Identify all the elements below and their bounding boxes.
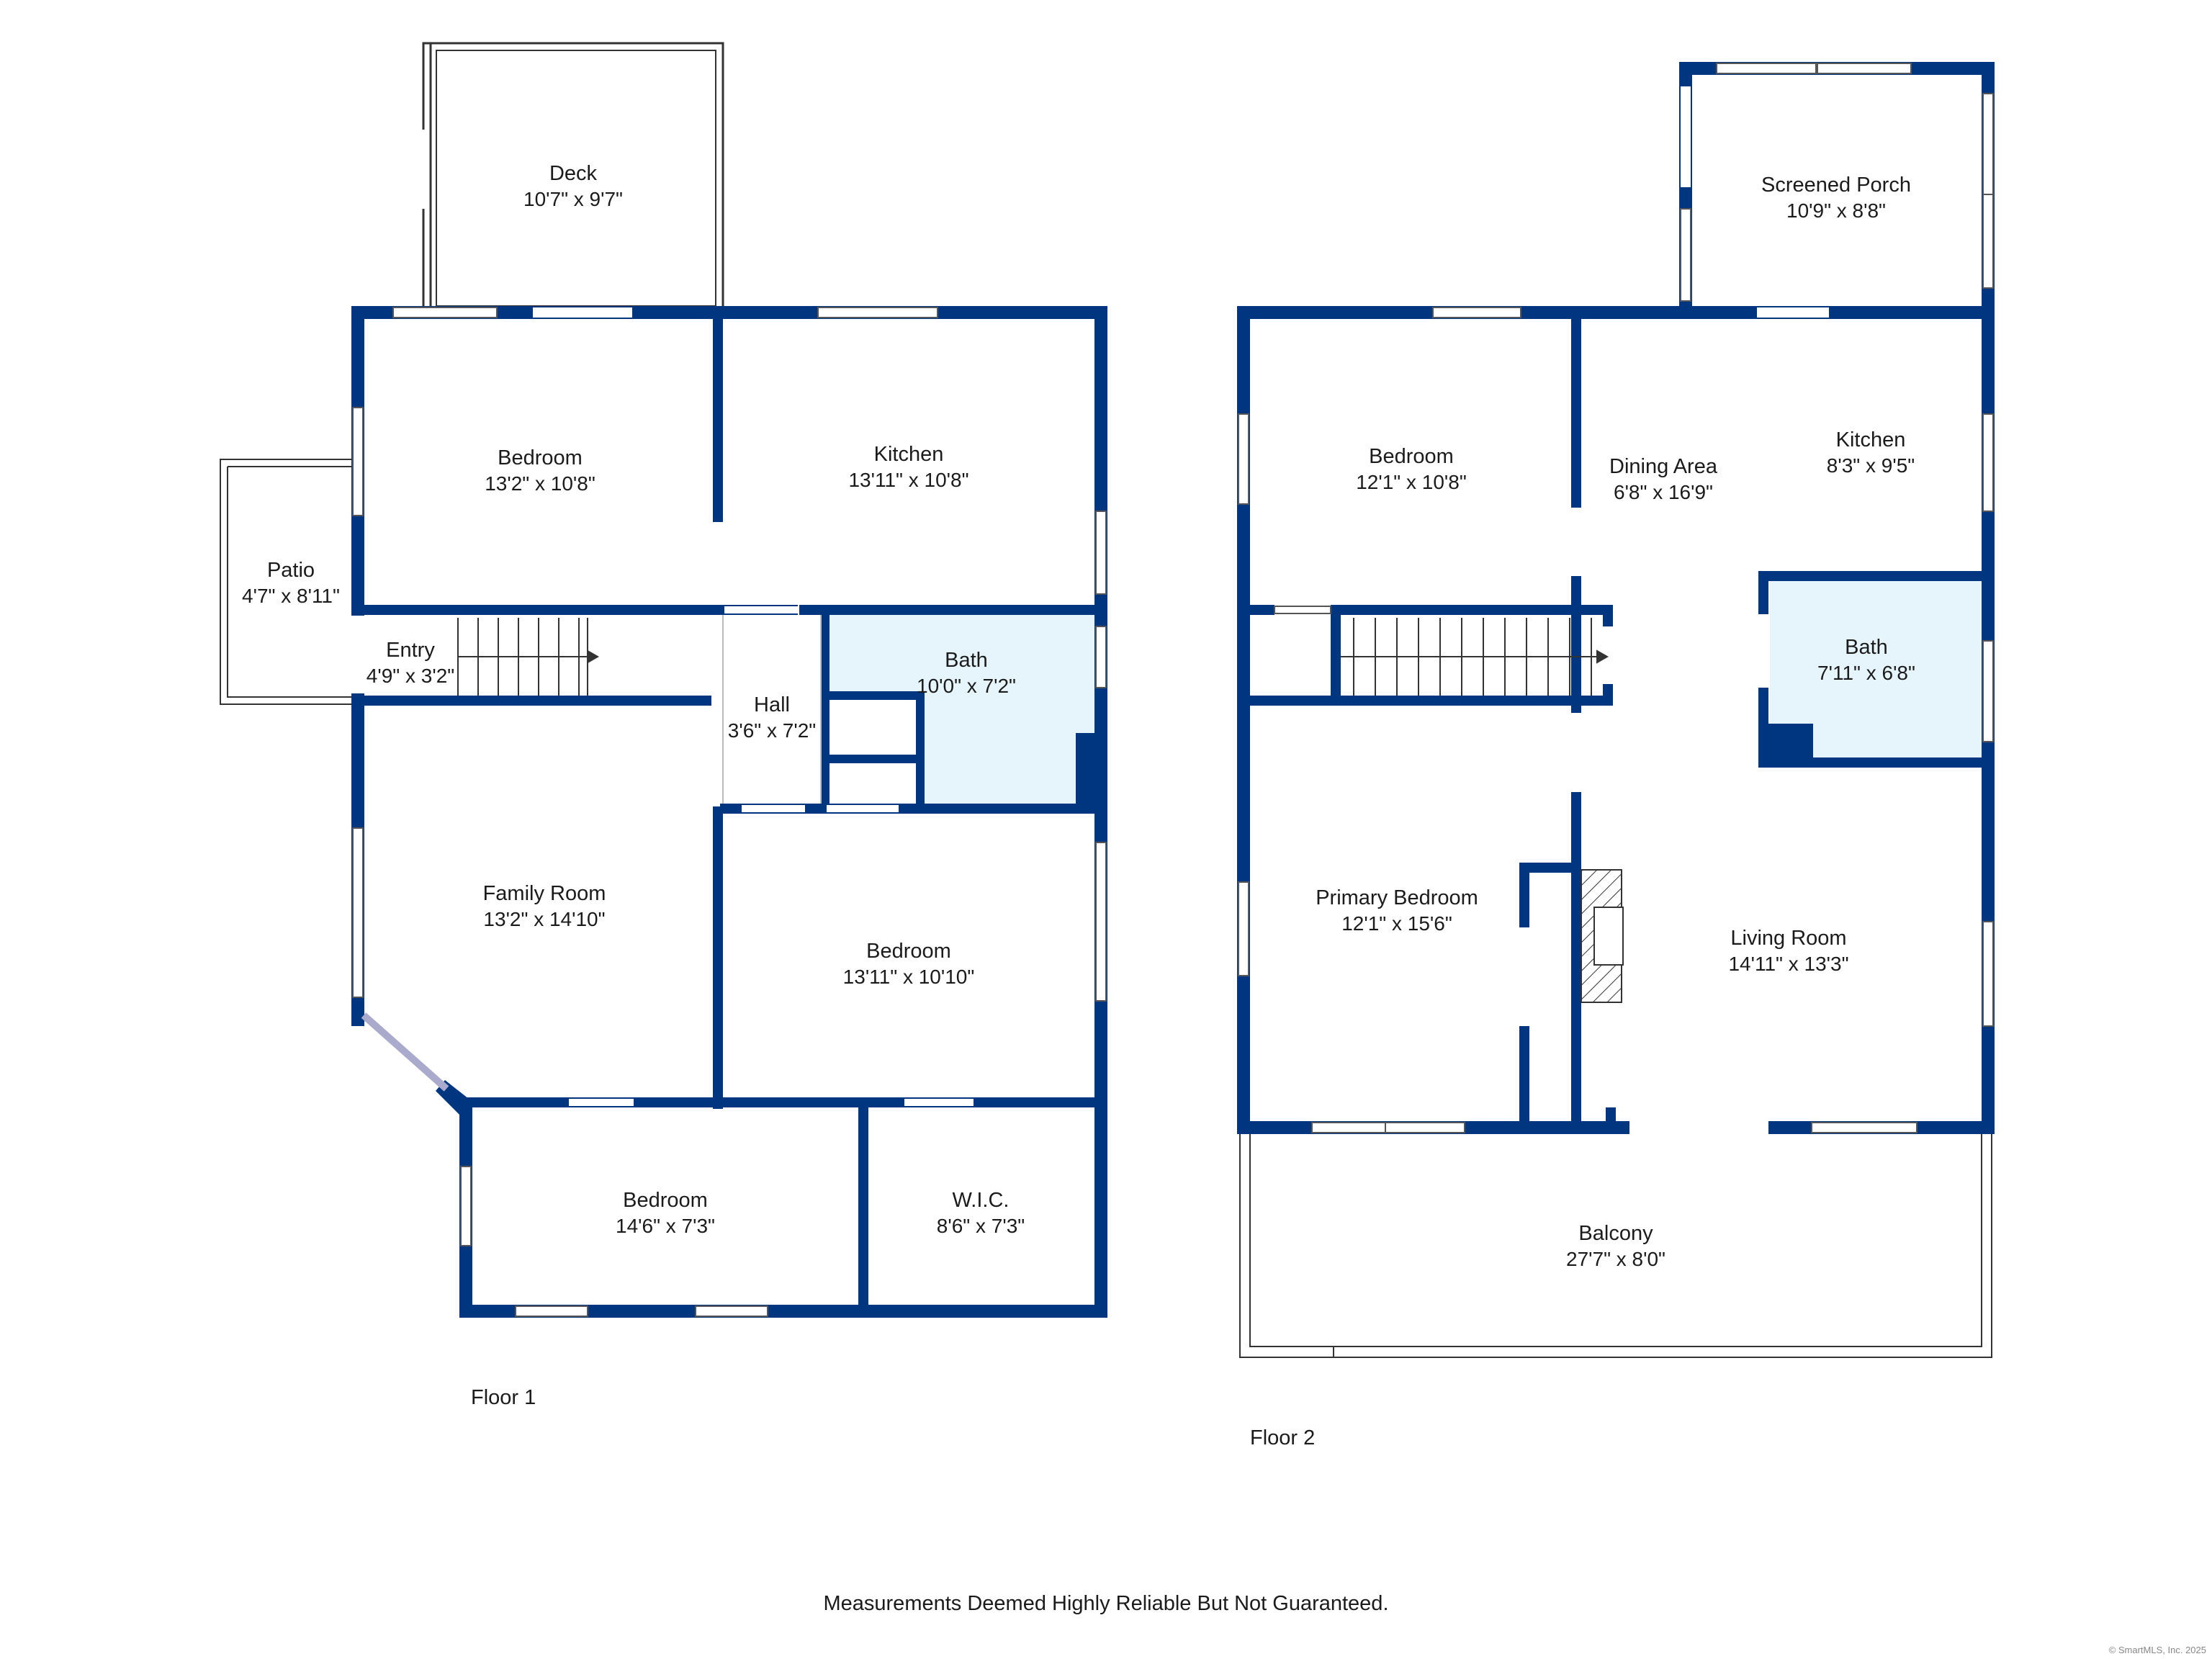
- room-name-hall: Hall: [754, 693, 790, 716]
- floor-1-labels: Deck 10'7" x 9'7" Bedroom 13'2" x 10'8" …: [242, 162, 1025, 1409]
- room-dims-bath-2: 7'11" x 6'8": [1817, 662, 1915, 684]
- room-dims-kitchen: 13'11" x 10'8": [848, 469, 968, 491]
- room-dims-primary-bedroom: 12'1" x 15'6": [1341, 912, 1452, 935]
- room-name-living-room: Living Room: [1730, 927, 1846, 950]
- room-dims-bedroom-2: 12'1" x 10'8": [1356, 471, 1467, 493]
- room-name-screened-porch: Screened Porch: [1761, 174, 1911, 197]
- room-name-wic: W.I.C.: [953, 1189, 1010, 1212]
- room-dims-wic: 8'6" x 7'3": [937, 1215, 1025, 1237]
- room-dims-entry: 4'9" x 3'2": [367, 665, 454, 687]
- floor-1-plan: [220, 42, 1107, 1318]
- floor-2-plan: [1237, 62, 1995, 1358]
- room-dims-living-room: 14'11" x 13'3": [1728, 953, 1848, 975]
- room-name-bedroom-e: Bedroom: [866, 940, 951, 963]
- room-dims-hall: 3'6" x 7'2": [728, 719, 816, 742]
- room-name-kitchen-2: Kitchen: [1836, 428, 1906, 451]
- room-name-bedroom-nw: Bedroom: [498, 446, 583, 469]
- room-dims-dining-area: 6'8" x 16'9": [1614, 481, 1713, 503]
- room-name-kitchen: Kitchen: [874, 443, 944, 466]
- room-dims-bath: 10'0" x 7'2": [917, 675, 1016, 697]
- room-dims-bedroom-s: 14'6" x 7'3": [616, 1215, 715, 1237]
- floor-2-label: Floor 2: [1250, 1426, 1315, 1449]
- floor-2-stairs: [1341, 618, 1609, 696]
- room-name-bedroom-2: Bedroom: [1369, 445, 1454, 468]
- room-name-entry: Entry: [386, 639, 435, 662]
- patio-outline: [220, 459, 357, 705]
- room-name-family-room: Family Room: [483, 882, 606, 905]
- balcony-outline: [1239, 1134, 1992, 1358]
- room-name-patio: Patio: [267, 559, 315, 582]
- room-dims-bedroom-nw: 13'2" x 10'8": [485, 472, 595, 495]
- room-dims-bedroom-e: 13'11" x 10'10": [843, 966, 975, 988]
- room-name-bath-2: Bath: [1845, 636, 1888, 659]
- room-dims-family-room: 13'2" x 14'10": [483, 908, 605, 930]
- fireplace-icon: [1581, 869, 1624, 1003]
- floor-2-windows: [1238, 63, 1994, 1133]
- floor-2-labels: Screened Porch 10'9" x 8'8" Bedroom 12'1…: [1250, 174, 1915, 1449]
- copyright: © SmartMLS, Inc. 2025: [2109, 1645, 2206, 1655]
- bath-fill: [827, 613, 1097, 806]
- room-dims-kitchen-2: 8'3" x 9'5": [1827, 454, 1915, 477]
- room-dims-screened-porch: 10'9" x 8'8": [1786, 199, 1886, 222]
- room-dims-balcony: 27'7" x 8'0": [1566, 1248, 1665, 1270]
- room-name-deck: Deck: [549, 162, 598, 185]
- room-name-balcony: Balcony: [1578, 1222, 1653, 1245]
- room-dims-patio: 4'7" x 8'11": [242, 585, 340, 607]
- room-name-dining-area: Dining Area: [1609, 455, 1718, 478]
- disclaimer: Measurements Deemed Highly Reliable But …: [823, 1592, 1388, 1615]
- deck-outline: [422, 42, 724, 306]
- room-name-bath: Bath: [945, 649, 988, 672]
- room-name-primary-bedroom: Primary Bedroom: [1316, 886, 1478, 909]
- floor-1-windows: [351, 307, 1107, 1317]
- floor-1-stairs: [457, 618, 600, 696]
- floor-1-label: Floor 1: [471, 1386, 536, 1409]
- room-dims-deck: 10'7" x 9'7": [523, 188, 623, 210]
- room-name-bedroom-s: Bedroom: [623, 1189, 708, 1212]
